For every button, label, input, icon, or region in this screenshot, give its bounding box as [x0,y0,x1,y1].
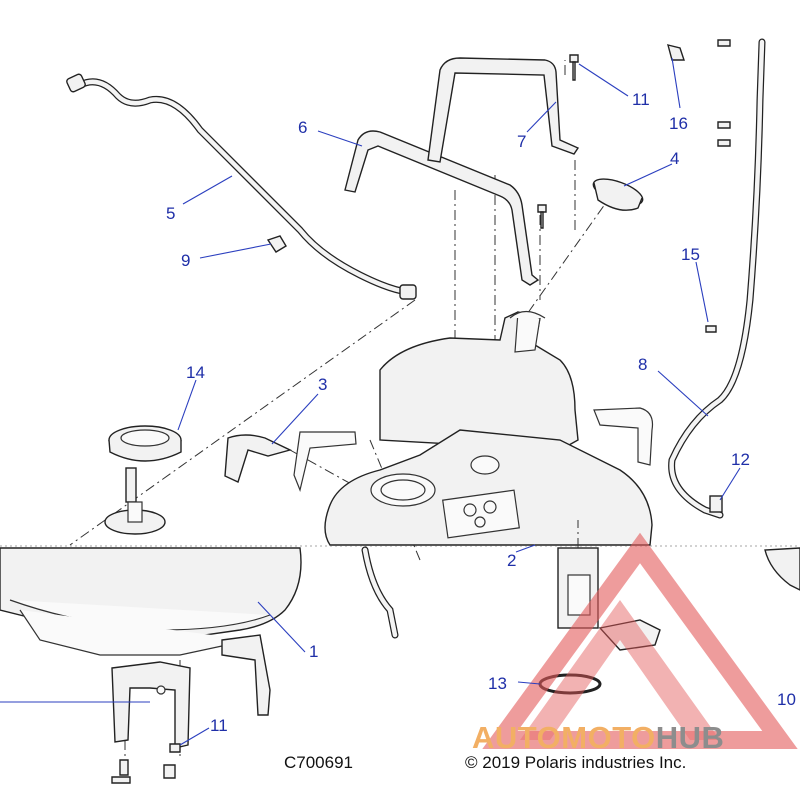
callout-16: 16 [669,114,688,133]
lock-ring-14 [108,425,182,462]
diagram-id: C700691 [284,753,353,772]
copyright-notice: © 2019 Polaris industries Inc. [465,753,686,772]
callout-11-top: 11 [632,90,650,109]
automotohub-watermark: AUTOMOTOHUB [472,532,798,755]
vent-line-8 [668,38,766,519]
hose-clip-9 [266,235,287,253]
watermark-triangle-inner [520,600,720,740]
watermark-text-automoto: AUTOMOTO [472,720,656,755]
callout-1: 1 [309,642,318,661]
fuel-cap-4 [592,178,644,211]
callout-3: 3 [318,375,327,394]
callout-leaders [0,57,741,746]
callout-9: 9 [181,251,190,270]
callout-8: 8 [638,355,647,374]
callout-4: 4 [670,149,679,168]
callout-15: 15 [681,245,700,264]
fuel-pump-upper [104,467,166,535]
partial-tank-10 [764,547,800,591]
pump-hose [361,546,399,639]
callout-14: 14 [186,363,205,382]
callout-labels: 1 2 3 4 5 6 7 8 9 10 11 11 12 13 14 15 1… [166,90,796,735]
vent-hose-5 [66,73,417,300]
callout-5: 5 [166,204,175,223]
callout-13: 13 [488,674,507,693]
callout-10: 10 [777,690,796,709]
watermark-text-hub: HUB [656,720,725,755]
tank-pad-lower [221,634,271,716]
callout-11-bottom: 11 [210,716,228,735]
callout-7: 7 [517,132,526,151]
lower-fuel-tank [0,547,302,656]
fuel-pump-assembly [557,520,661,651]
watermark-triangle-outer [482,532,798,749]
callout-6: 6 [298,118,307,137]
svg-text:AUTOMOTOHUB: AUTOMOTOHUB [472,720,724,755]
callout-2: 2 [507,551,516,570]
tank-pad-3 [224,434,292,483]
clip-12 [709,495,723,513]
upper-fuel-tank [324,310,653,546]
callout-12: 12 [731,450,750,469]
mounting-bracket [111,661,191,749]
fasteners [111,39,731,784]
